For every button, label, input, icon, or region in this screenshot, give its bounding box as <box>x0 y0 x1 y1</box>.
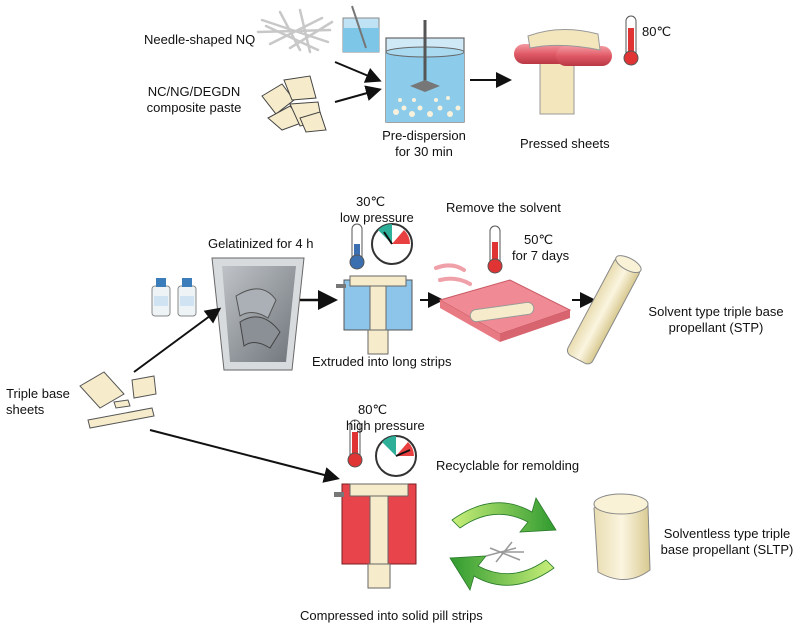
label-sltp-line1: Solventless type triple <box>663 526 791 541</box>
needle-nq-icon <box>256 8 334 54</box>
label-gelatinized: Gelatinized for 4 h <box>208 236 314 251</box>
label-remove-solvent: Remove the solvent <box>446 200 561 215</box>
composite-paste-icon <box>261 75 327 133</box>
thermometer-30-icon <box>349 223 365 270</box>
pressure-gauge-low-icon <box>371 223 413 265</box>
label-temp-50: 50℃ <box>524 232 554 247</box>
arrow-nq-to-tank <box>334 61 382 83</box>
label-triple-line1: Triple base <box>6 386 70 401</box>
label-predispersion-line1: Pre-dispersion <box>382 128 466 143</box>
label-paste-line1: NC/NG/DEGDN <box>147 84 241 99</box>
kneader-icon <box>211 257 305 371</box>
stp-propellant-icon <box>566 255 642 365</box>
label-for-7-days: for 7 days <box>512 248 570 263</box>
thermometer-50-icon <box>487 225 503 274</box>
solvent-bottles-icon <box>151 278 197 317</box>
heat-wind-icon <box>434 263 472 286</box>
label-temp-80-bottom: 80℃ <box>358 402 388 417</box>
label-paste-line2: composite paste <box>146 100 242 115</box>
recycle-arrows-icon <box>449 497 557 591</box>
dispersion-tank <box>385 20 465 123</box>
beaker-icon <box>342 5 380 53</box>
rollers-icon <box>514 28 612 115</box>
drying-tray-icon <box>438 279 572 342</box>
label-needle-nq: Needle-shaped NQ <box>144 32 256 47</box>
label-compressed: Compressed into solid pill strips <box>300 608 483 623</box>
sltp-propellant-icon <box>593 493 651 580</box>
label-high-pressure: high pressure <box>346 418 425 433</box>
label-predispersion-line2: for 30 min <box>395 144 453 159</box>
label-triple-line2: sheets <box>6 402 45 417</box>
label-stp-line2: propellant (STP) <box>668 320 764 335</box>
arrow-to-red-extruder <box>149 429 340 483</box>
pressure-gauge-high-icon <box>375 435 417 477</box>
arrow-paste-to-tank <box>334 85 382 103</box>
label-temp-80-top: 80℃ <box>642 24 672 39</box>
extruder-red-icon <box>334 483 417 589</box>
label-sltp-line2: base propellant (SLTP) <box>660 542 794 557</box>
arrow-to-kneader <box>133 307 222 373</box>
extruder-blue-icon <box>336 275 413 355</box>
label-low-pressure: low pressure <box>340 210 414 225</box>
label-stp-line1: Solvent type triple base <box>648 304 784 319</box>
label-recyclable: Recyclable for remolding <box>436 458 580 473</box>
triple-base-sheets-icon <box>79 371 157 429</box>
label-temp-30: 30℃ <box>356 194 386 209</box>
label-pressed-sheets: Pressed sheets <box>520 136 610 151</box>
thermometer-80-bottom-icon <box>347 419 363 468</box>
thermometer-80-top-icon <box>623 15 639 66</box>
label-extruded: Extruded into long strips <box>312 354 452 369</box>
